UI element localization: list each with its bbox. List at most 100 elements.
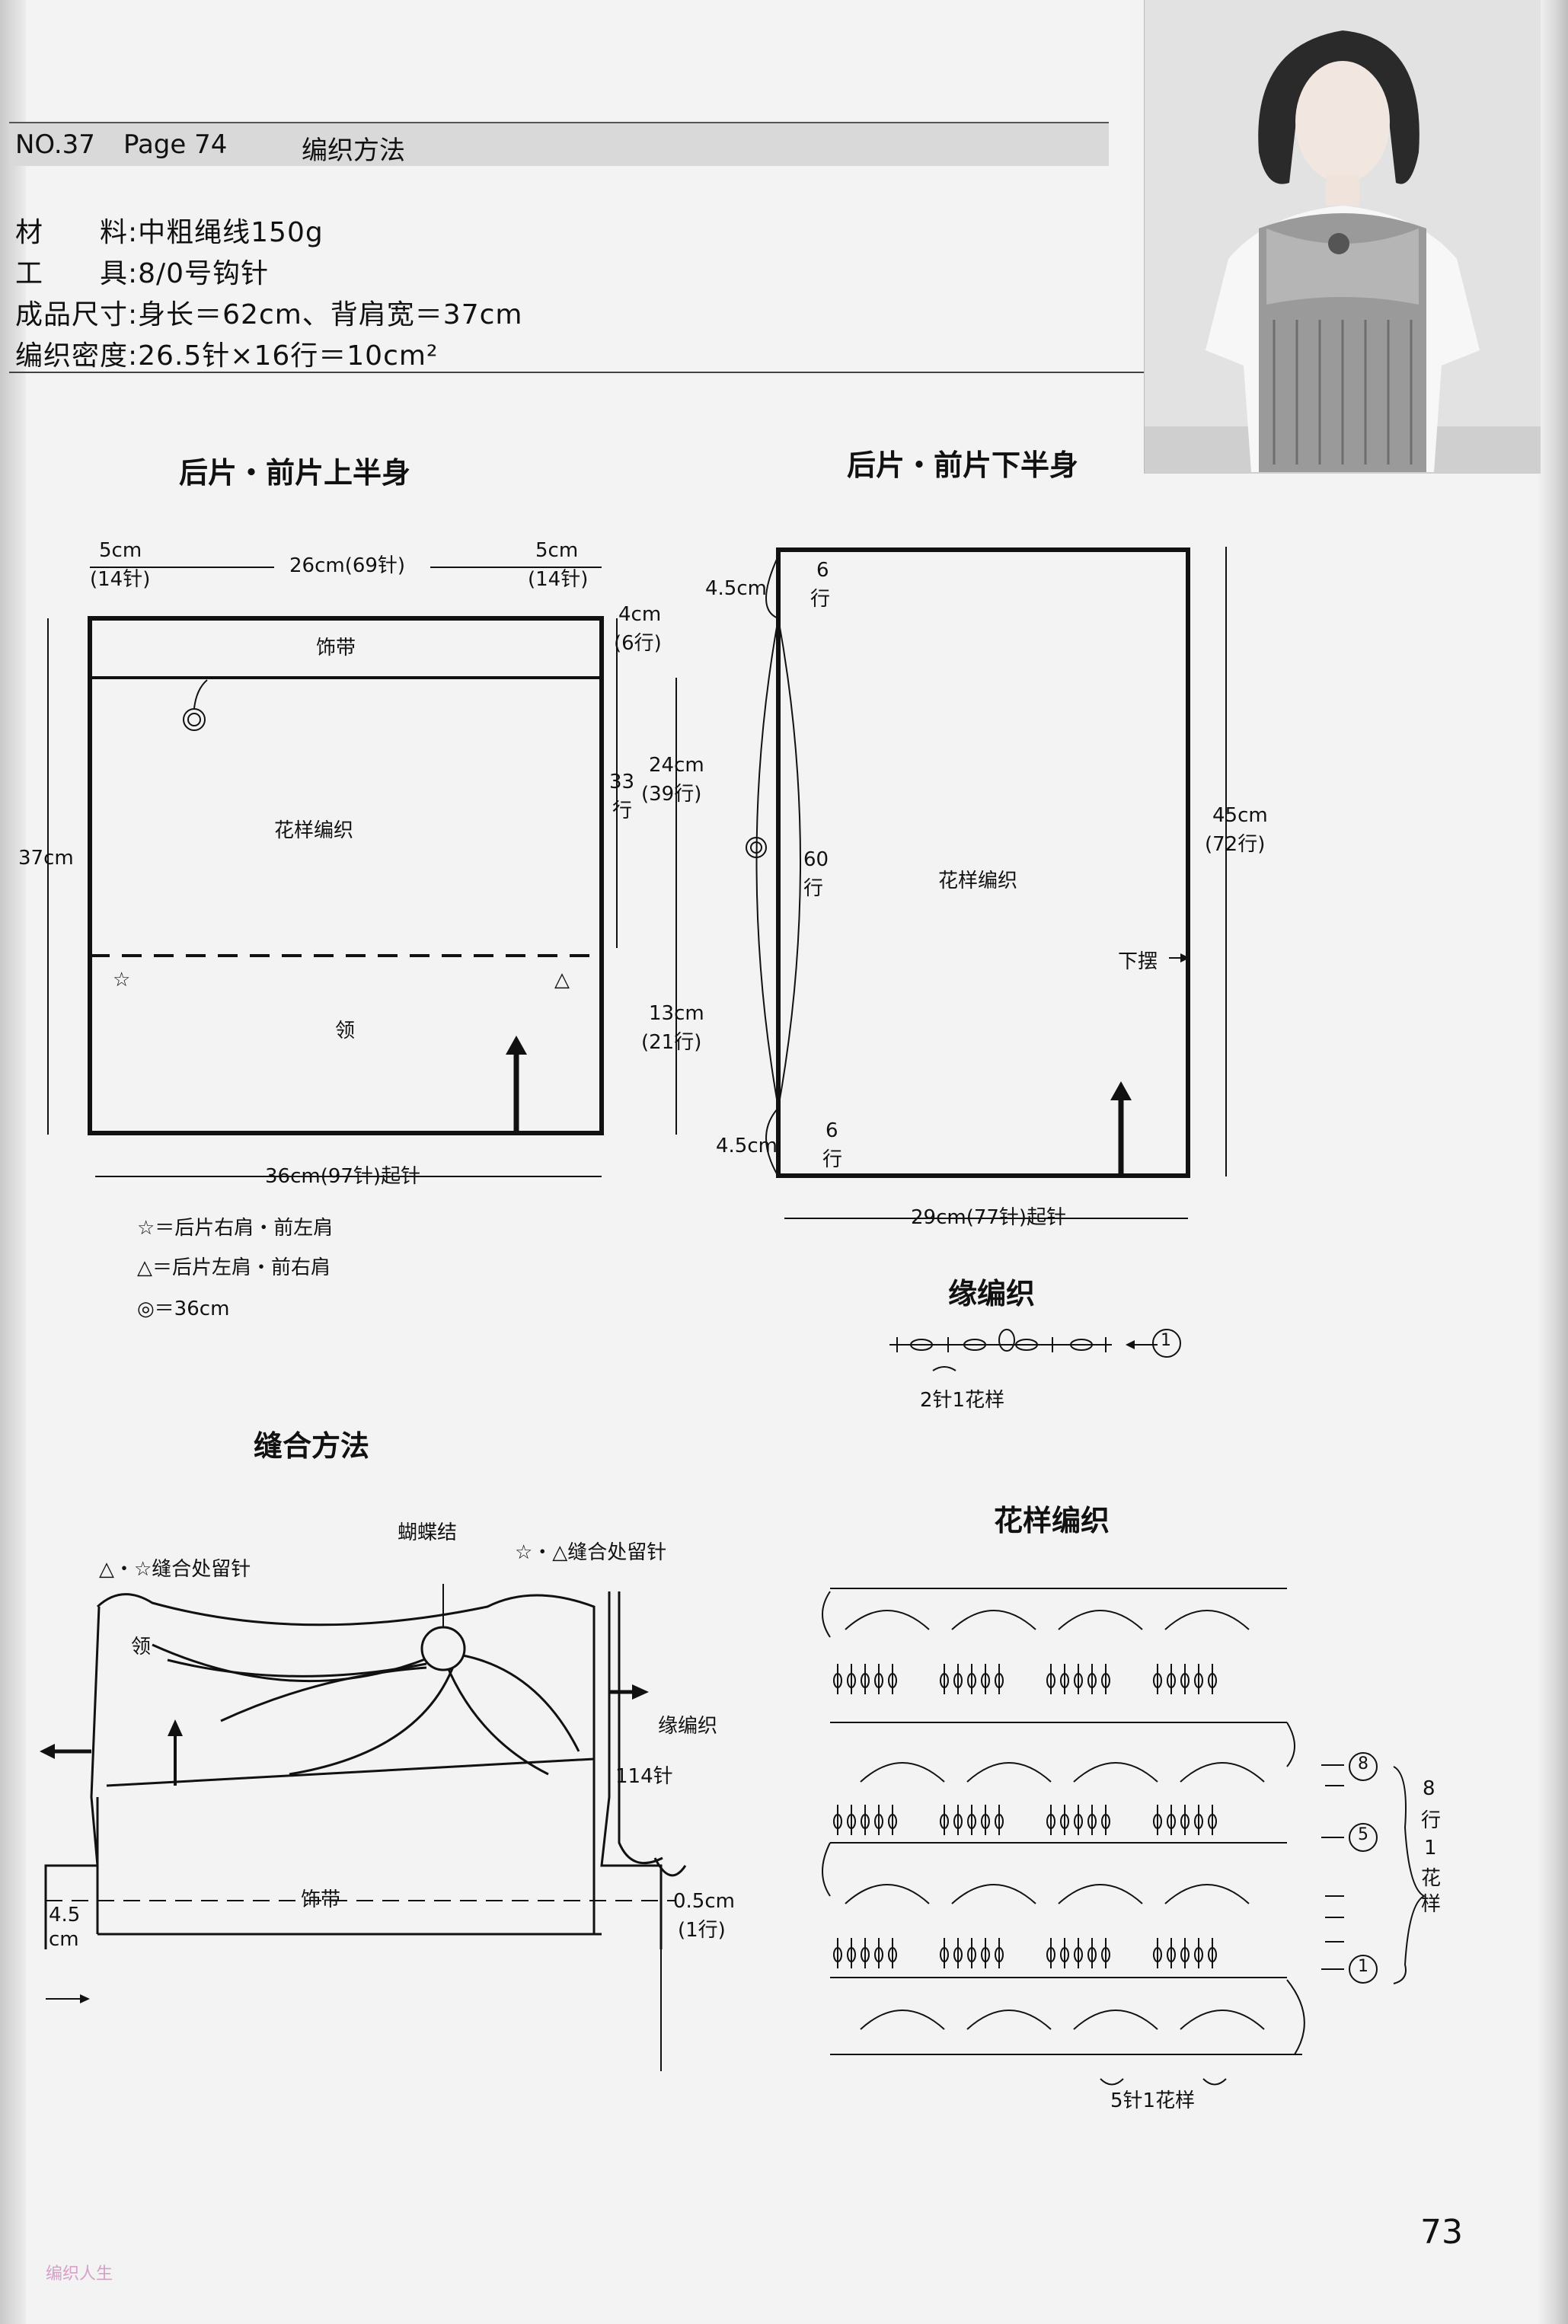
treble-stitch-loop xyxy=(1060,1814,1069,1829)
sewing-left-unit: cm xyxy=(49,1928,79,1951)
right-shoulder-stitches: (14针) xyxy=(528,568,589,591)
height-24: 24cm xyxy=(649,754,704,777)
treble-stitch-loop xyxy=(847,1673,856,1688)
treble-stitch-loop xyxy=(953,1947,963,1962)
lower-mid-rows-unit: 行 xyxy=(803,877,824,900)
lower-top-height: 4.5cm xyxy=(705,577,767,600)
sewing-right-note: ☆・△缝合处留针 xyxy=(515,1541,667,1564)
sewing-right-height: 0.5cm xyxy=(673,1890,735,1913)
sewing-neck: 领 xyxy=(131,1636,152,1658)
treble-stitch-loop xyxy=(1180,1947,1190,1962)
stitch-chart-grid xyxy=(822,1588,1426,2086)
treble-stitch-loop xyxy=(1167,1947,1176,1962)
model-photo xyxy=(1144,0,1541,474)
stitch-chart-trebles xyxy=(833,1664,1217,1968)
treble-stitch-loop xyxy=(1208,1947,1217,1962)
chain-arc xyxy=(1073,2010,1158,2030)
hem-label: 下摆 xyxy=(1118,950,1158,973)
treble-stitch-loop xyxy=(888,1673,897,1688)
treble-stitch-loop xyxy=(874,1947,883,1962)
stitch-chart-arcs xyxy=(845,1610,1265,2030)
treble-stitch-loop xyxy=(995,1673,1004,1688)
page-number: 73 xyxy=(1420,2213,1463,2252)
band-height: 4cm xyxy=(618,603,662,626)
treble-stitch-loop xyxy=(940,1814,949,1829)
chain-arc xyxy=(1073,1762,1158,1783)
treble-stitch-loop xyxy=(1153,1947,1162,1962)
treble-stitch-loop xyxy=(888,1814,897,1829)
upper-cast-on: 36cm(97针)起针 xyxy=(265,1165,421,1188)
treble-stitch-loop xyxy=(861,1673,870,1688)
header-title: 编织方法 xyxy=(302,136,405,166)
total-height: 37cm xyxy=(18,847,74,870)
treble-stitch-loop xyxy=(1101,1814,1110,1829)
treble-stitch-loop xyxy=(847,1814,856,1829)
page-edge xyxy=(1538,0,1568,2324)
treble-stitch-loop xyxy=(1101,1673,1110,1688)
treble-stitch-loop xyxy=(1046,1673,1055,1688)
upper-title: 后片・前片上半身 xyxy=(179,456,411,490)
treble-stitch-loop xyxy=(833,1947,842,1962)
chain-arc xyxy=(845,1610,930,1630)
chain-arc xyxy=(1058,1884,1143,1904)
header-bar: NO.37 Page 74 编织方法 xyxy=(9,122,1109,166)
treble-stitch-loop xyxy=(981,1673,990,1688)
treble-stitch-loop xyxy=(967,1673,976,1688)
chart-title: 花样编织 xyxy=(994,1504,1110,1537)
chart-repeat-v-3: 1 xyxy=(1424,1837,1437,1860)
treble-stitch-loop xyxy=(967,1814,976,1829)
chain-arc xyxy=(1164,1884,1250,1904)
triangle-marker: △ xyxy=(554,969,570,991)
treble-stitch-loop xyxy=(1167,1673,1176,1688)
treble-stitch-loop xyxy=(1074,1814,1083,1829)
materials-row: 材 料:中粗绳线150g xyxy=(15,217,324,248)
treble-stitch-loop xyxy=(940,1947,949,1962)
page-reference: Page 74 xyxy=(123,129,228,160)
rows-33: 33 xyxy=(609,771,635,793)
chart-row-8: 8 xyxy=(1358,1754,1368,1773)
chart-repeat-h: 5针1花样 xyxy=(1110,2089,1196,2112)
chain-arc xyxy=(1058,1610,1143,1630)
chain-arc xyxy=(966,2010,1052,2030)
pattern-label: 花样编织 xyxy=(274,819,354,842)
row-markers xyxy=(1321,1752,1378,1984)
sewing-right-rows: (1行) xyxy=(678,1919,726,1942)
lower-height: 45cm xyxy=(1212,804,1268,827)
treble-stitch-loop xyxy=(1074,1673,1083,1688)
treble-stitch-loop xyxy=(940,1673,949,1688)
treble-stitch-loop xyxy=(1153,1673,1162,1688)
treble-stitch-loop xyxy=(1208,1814,1217,1829)
treble-stitch-loop xyxy=(1087,1673,1097,1688)
chain-arc xyxy=(1164,1610,1250,1630)
legend-triangle: △＝后片左肩・前右肩 xyxy=(137,1256,331,1279)
treble-stitch-loop xyxy=(981,1814,990,1829)
bow-label: 蝴蝶结 xyxy=(398,1521,458,1544)
treble-stitch-loop xyxy=(1194,1947,1203,1962)
treble-stitch-loop xyxy=(1180,1814,1190,1829)
materials-rule xyxy=(9,372,1151,373)
neck-label: 领 xyxy=(335,1020,356,1042)
sewing-left-height: 4.5 xyxy=(49,1904,81,1927)
rows-33-unit: 行 xyxy=(612,800,633,822)
chain-arc xyxy=(951,1884,1036,1904)
left-shoulder-stitches: (14针) xyxy=(90,568,151,591)
sewing-band: 饰带 xyxy=(301,1888,341,1911)
treble-stitch-loop xyxy=(861,1814,870,1829)
treble-stitch-loop xyxy=(1208,1673,1217,1688)
treble-stitch-loop xyxy=(1194,1673,1203,1688)
treble-stitch-loop xyxy=(833,1673,842,1688)
treble-stitch-loop xyxy=(1101,1947,1110,1962)
treble-stitch-loop xyxy=(1046,1947,1055,1962)
treble-stitch-loop xyxy=(1060,1673,1069,1688)
chart-repeat-v-5: 样 xyxy=(1421,1893,1442,1916)
height-13-rows: (21行) xyxy=(641,1031,702,1054)
chain-arc xyxy=(966,1762,1052,1783)
treble-stitch-loop xyxy=(833,1814,842,1829)
lower-mid-rows: 60 xyxy=(803,848,829,871)
chart-repeat-v-1: 8 xyxy=(1423,1777,1435,1800)
lower-height-rows: (72行) xyxy=(1205,833,1266,856)
sewing-stitches: 114针 xyxy=(615,1765,673,1788)
treble-stitch-loop xyxy=(967,1947,976,1962)
edging-row-1: 1 xyxy=(1161,1331,1171,1350)
